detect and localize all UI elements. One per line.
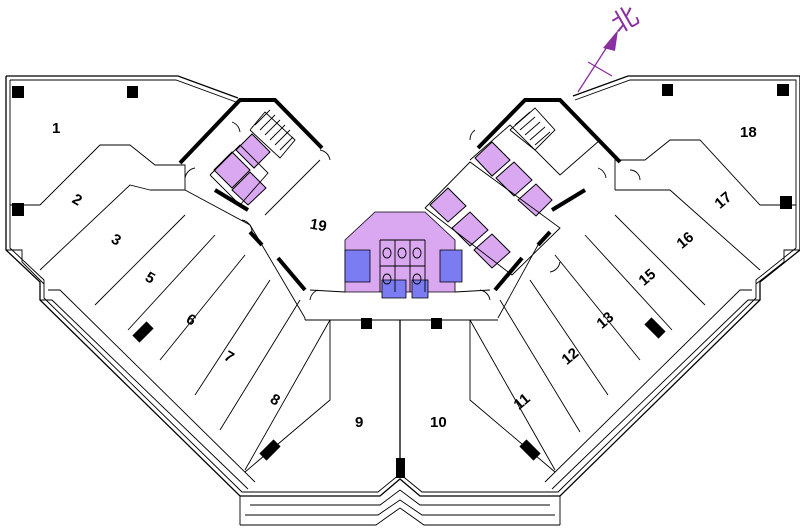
lift-car <box>473 233 511 269</box>
unit-label: 5 <box>142 269 158 288</box>
north-label: 北 <box>607 1 645 40</box>
lift-car <box>474 141 511 177</box>
lift-car <box>235 133 271 169</box>
lift-car <box>213 151 251 189</box>
unit-label: 19 <box>309 216 328 236</box>
unit-label: 9 <box>355 414 363 431</box>
unit-label: 2 <box>69 191 85 210</box>
unit-label: 10 <box>430 414 447 431</box>
unit-label: 15 <box>635 266 659 290</box>
unit-label: 18 <box>740 124 757 141</box>
unit-partitions <box>10 139 796 478</box>
accessible-toilet <box>381 279 407 299</box>
unit-label: 1 <box>52 120 60 137</box>
washrooms <box>309 211 491 299</box>
stair-treads <box>254 109 294 151</box>
lift-car <box>517 183 553 217</box>
stair-treads <box>514 111 551 146</box>
pillars <box>12 84 792 478</box>
unit-label: 7 <box>221 348 237 367</box>
unit-label: 11 <box>510 390 533 413</box>
lift-car <box>429 187 467 223</box>
unit-label: 17 <box>711 189 735 213</box>
accessible-toilet <box>439 249 463 283</box>
wc-partitions <box>379 239 426 292</box>
left-core <box>178 98 324 292</box>
lift-car <box>451 211 489 247</box>
accessible-toilet <box>411 279 429 299</box>
unit-label: 12 <box>558 345 582 369</box>
unit-label: 16 <box>673 229 697 253</box>
right-core <box>424 98 622 292</box>
unit-label: 3 <box>108 231 124 250</box>
unit-label: 6 <box>183 311 199 330</box>
unit-label: 13 <box>593 309 617 333</box>
lift-car <box>231 171 267 206</box>
north-arrow: 北 <box>577 1 645 93</box>
building-outline <box>5 75 800 526</box>
accessible-toilet <box>344 249 371 283</box>
door-swings <box>184 121 641 301</box>
